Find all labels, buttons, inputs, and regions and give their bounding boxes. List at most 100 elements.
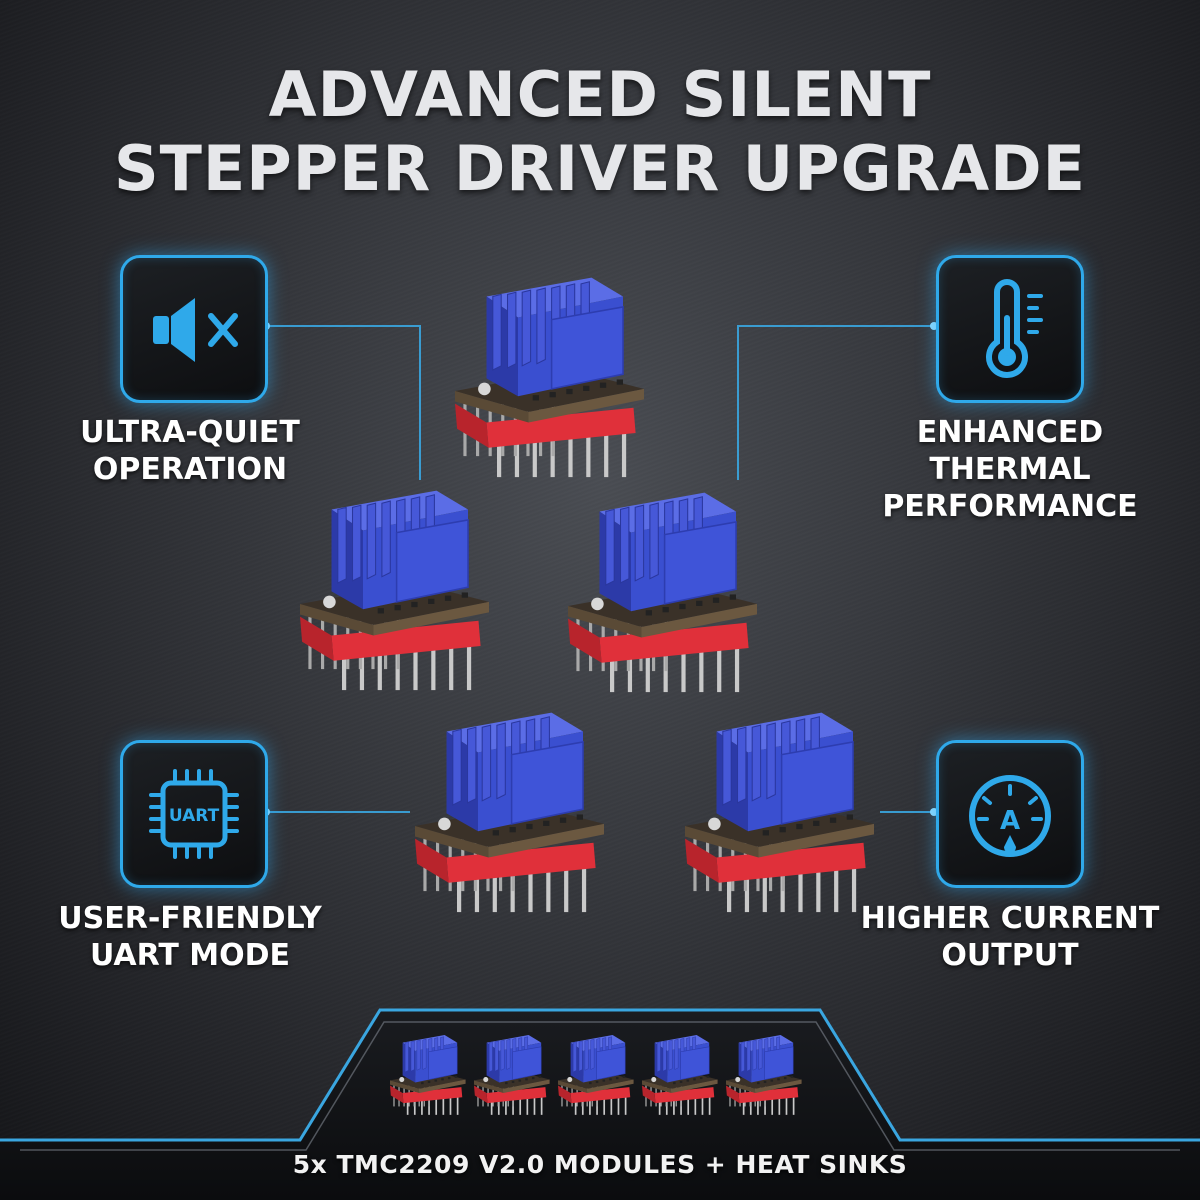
heatsink-fin [662,1040,667,1072]
pcb-edge [685,826,759,858]
pcb-board [300,583,489,625]
header-strip-side [726,1085,740,1104]
pin [492,857,497,913]
pcb-edge [587,1079,634,1093]
smd-component [796,823,803,830]
pin [624,1093,627,1115]
pin [377,635,382,691]
pin [658,1093,661,1115]
pin [727,857,732,913]
pin [466,635,472,691]
potentiometer [651,1077,657,1083]
feature-label-line: PERFORMANCE [882,489,1138,524]
driver-module-middle-left [300,490,489,691]
heatsink-fin [578,1040,583,1072]
pin [717,637,722,693]
pcb-edge [671,1079,718,1093]
heatsink-fin [481,724,492,802]
pcb-edge [758,823,874,858]
mini-driver-module [558,1035,634,1115]
pcb-edge [373,601,489,636]
pcb-edge [300,604,374,636]
pin [742,1093,745,1115]
header-strip [331,620,481,661]
pin [359,635,365,691]
pin [610,1093,613,1115]
pin [792,1093,795,1115]
pin [610,637,615,693]
smd-component [599,382,607,388]
pcb-edge [641,603,757,638]
pin [519,1093,522,1115]
smd-component [609,1078,612,1081]
pcb-edge [474,1080,504,1093]
pin [497,422,502,478]
mini-module-group [390,1035,802,1115]
header-strip [402,1087,463,1104]
heatsink-fin [422,1038,427,1070]
heatsink-fin [619,506,630,584]
heatsink-fin [656,1041,661,1073]
smd-component [589,1082,592,1085]
smd-component [699,1077,703,1080]
mini-driver-module [474,1035,550,1115]
smd-component [662,607,669,613]
smd-component [645,610,652,616]
smd-component [583,385,590,391]
heatsink-fin [466,726,477,804]
heatsink-fin [366,502,377,580]
pcb-board [390,1072,466,1089]
heatsink-fin [572,1041,577,1073]
pin [546,857,551,913]
smd-component [411,601,418,608]
heatsink-fin [506,1038,511,1070]
pin [694,1093,697,1115]
header-strip-side [415,838,449,883]
pin [699,637,704,693]
potentiometer [478,382,491,396]
smd-component [757,1082,760,1085]
heatsink-fin [751,724,762,802]
feature-label-thermal: ENHANCED THERMAL PERFORMANCE [860,414,1160,525]
feature-label-line: USER-FRIENDLY [58,901,322,936]
smd-component [394,605,401,611]
smd-component [434,1079,438,1082]
pin [785,1093,788,1115]
potentiometer [399,1077,405,1083]
feature-label-line: OUTPUT [941,938,1079,973]
pin [449,635,454,691]
smd-component [673,1082,676,1085]
heatsink-block [663,521,737,605]
header-strip-side [474,1085,488,1104]
heatsink-fin [746,1040,751,1072]
heatsink-fin [758,1038,763,1070]
bottom-panel-shape [0,1010,1200,1200]
pin [456,1093,459,1115]
heatsink-fin [736,726,747,804]
feature-label-current: HIGHER CURRENT OUTPUT [850,900,1170,974]
pcb-board [415,805,604,847]
smd-component [779,827,786,833]
pin [431,635,436,691]
pin [505,1093,507,1115]
pcb-board [455,370,644,412]
heatsink-fin [381,500,391,578]
heatsink-fin [649,502,659,580]
connector-line-top-left [264,325,421,480]
potentiometer [735,1077,741,1083]
heatsink-fin [536,287,546,365]
pin [581,1093,584,1115]
header-strip [716,842,866,883]
smd-component [790,1075,794,1078]
smd-component [538,1075,542,1078]
pin [762,857,767,913]
header-strip-side [390,1085,404,1104]
header-strip [599,622,749,663]
feature-label-line: ULTRA-QUIET [80,415,300,450]
heatsink-fin [506,291,517,369]
heatsink-fin [494,1040,499,1072]
header-strip [486,407,636,448]
feature-icon-box-current: A [936,740,1084,888]
